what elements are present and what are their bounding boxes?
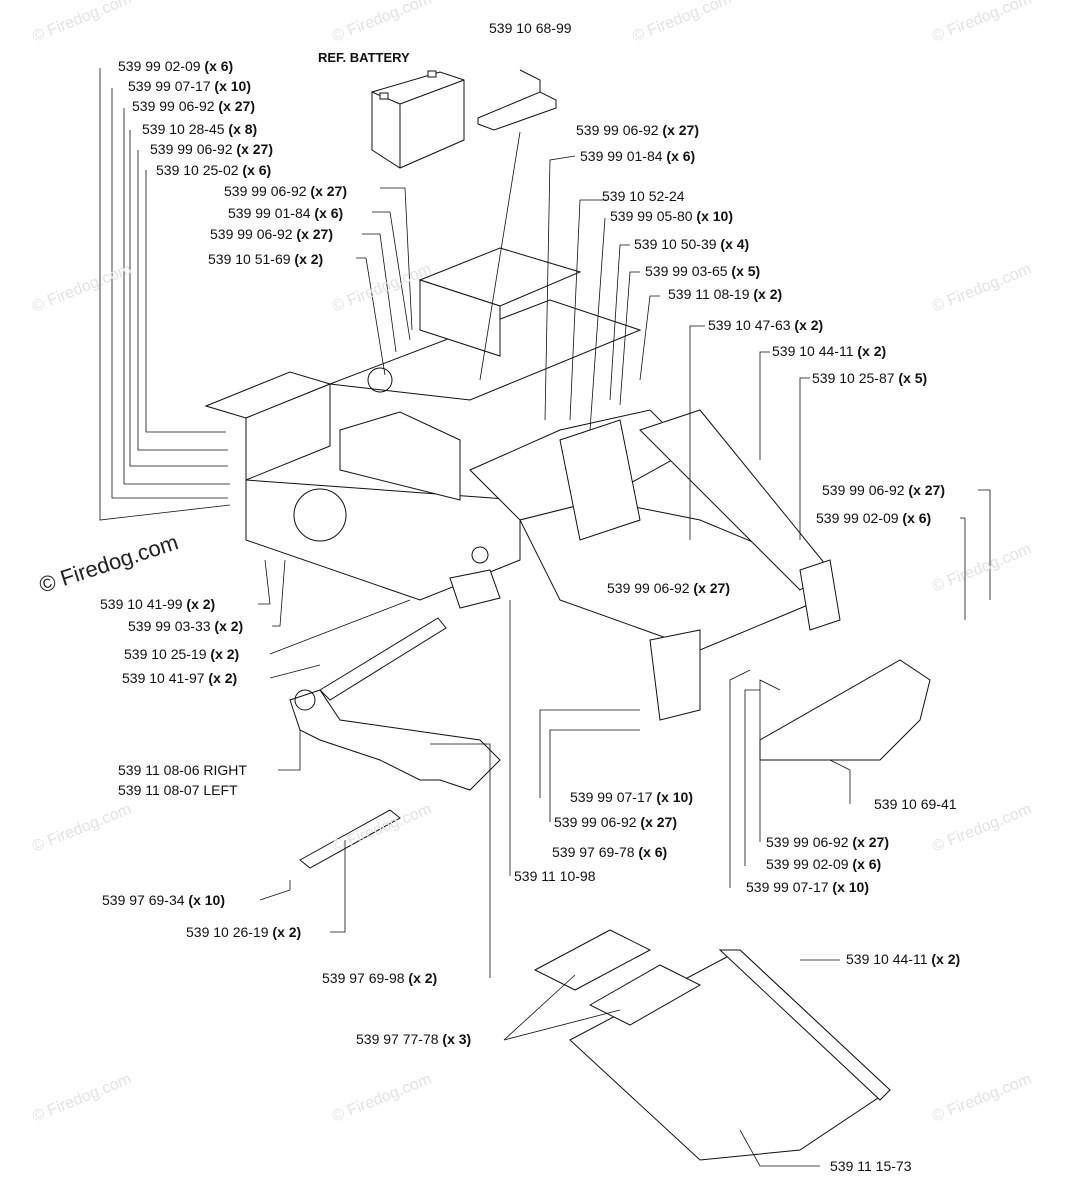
part-label: 539 10 69-41 <box>874 796 957 812</box>
part-label: 539 11 10-98 <box>514 868 596 884</box>
front-axle-arm-drawing <box>289 689 501 869</box>
part-label: 539 99 02-09 (x 6) <box>118 58 234 74</box>
part-label: 539 97 77-78 (x 3) <box>356 1031 472 1047</box>
part-label: 539 10 50-39 (x 4) <box>634 236 750 252</box>
part-label: 539 10 28-45 (x 8) <box>142 121 258 137</box>
part-label: 539 10 25-02 (x 6) <box>156 162 272 178</box>
part-label: 539 10 41-97 (x 2) <box>122 670 238 686</box>
part-label: 539 99 06-92 (x 27) <box>210 226 333 242</box>
part-label: 539 99 06-92 (x 27) <box>607 580 730 596</box>
part-label: 539 99 06-92 (x 27) <box>150 141 273 157</box>
part-label: 539 99 07-17 (x 10) <box>570 789 693 805</box>
part-label: 539 97 69-98 (x 2) <box>322 970 438 986</box>
part-label: 539 10 26-19 (x 2) <box>186 924 302 940</box>
part-label: 539 99 06-92 (x 27) <box>822 482 945 498</box>
part-label: 539 99 06-92 (x 27) <box>224 183 347 199</box>
part-label: 539 11 08-19 (x 2) <box>668 286 783 302</box>
part-label: 539 10 52-24 <box>602 188 685 204</box>
part-label: 539 99 02-09 (x 6) <box>816 510 932 526</box>
part-label: 539 10 44-11 (x 2) <box>846 951 961 967</box>
part-label: 539 97 69-78 (x 6) <box>552 844 668 860</box>
part-label: 539 97 69-34 (x 10) <box>102 892 225 908</box>
part-label: 539 99 02-09 (x 6) <box>766 856 882 872</box>
part-label: 539 11 15-73 <box>830 1158 912 1174</box>
part-label: 539 99 06-92 (x 27) <box>132 98 255 114</box>
part-label: 539 99 07-17 (x 10) <box>128 78 251 94</box>
part-label: 539 99 03-33 (x 2) <box>128 618 244 634</box>
part-label: 539 10 41-99 (x 2) <box>100 596 216 612</box>
part-label: 539 99 01-84 (x 6) <box>580 148 696 164</box>
part-label: 539 11 08-07 LEFT <box>118 782 238 798</box>
floor-pan-drawing <box>533 929 891 1161</box>
part-label: 539 11 08-06 RIGHT <box>118 762 247 778</box>
part-label: 539 99 06-92 (x 27) <box>576 122 699 138</box>
part-label: 539 10 25-19 (x 2) <box>124 646 240 662</box>
side-cover-drawing <box>759 659 931 761</box>
part-label: 539 99 01-84 (x 6) <box>228 205 344 221</box>
part-label: 539 99 06-92 (x 27) <box>766 834 889 850</box>
part-label: 539 10 44-11 (x 2) <box>772 343 887 359</box>
part-label: 539 99 07-17 (x 10) <box>746 879 869 895</box>
part-label: 539 10 51-69 (x 2) <box>208 251 324 267</box>
leader-lines <box>99 68 991 1167</box>
part-label: 539 10 47-63 (x 2) <box>708 317 824 333</box>
part-label: 539 99 06-92 (x 27) <box>554 814 677 830</box>
part-label: 539 10 25-87 (x 5) <box>812 370 928 386</box>
ref-battery-label: REF. BATTERY <box>318 50 410 65</box>
part-label: 539 99 05-80 (x 10) <box>610 208 733 224</box>
battery-drawing <box>371 70 465 169</box>
axle-drawing <box>319 569 501 701</box>
part-label: 539 10 68-99 <box>489 20 572 36</box>
part-label: 539 99 03-65 (x 5) <box>645 263 761 279</box>
battery-bracket-drawing <box>477 69 557 131</box>
main-frame-drawing <box>204 247 841 721</box>
